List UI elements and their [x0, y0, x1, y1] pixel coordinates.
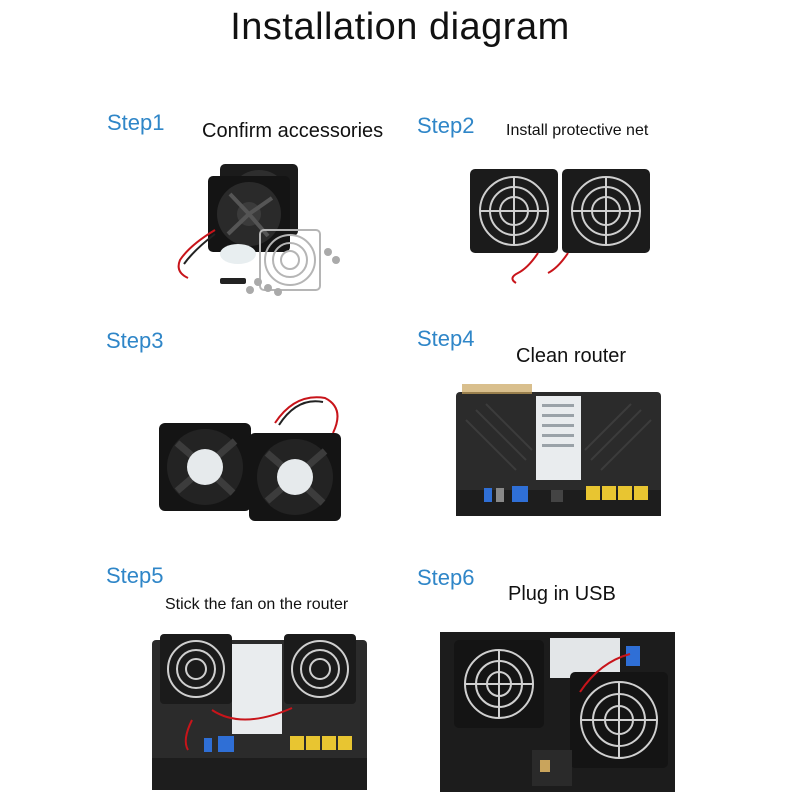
fan-left-icon — [160, 634, 232, 704]
fan-right-icon — [284, 634, 356, 704]
step1-label: Step1 — [107, 110, 165, 135]
wan-port-icon — [218, 736, 234, 752]
fan-left-icon — [454, 640, 544, 728]
fan-right-icon — [570, 672, 668, 768]
step2-label: Step2 — [417, 113, 475, 138]
step5-caption: Stick the fan on the router — [165, 596, 349, 613]
step5-label: Step5 — [106, 563, 164, 588]
fan-right-icon — [249, 433, 341, 521]
page-title: Installation diagram — [230, 6, 570, 48]
fan-right-icon — [562, 169, 650, 253]
fan-left-icon — [159, 423, 251, 511]
wan-port-icon — [512, 486, 528, 502]
step6-usb-plugged-photo — [440, 632, 675, 792]
step1-accessories-photo — [177, 164, 340, 296]
step5-fans-on-router-photo — [152, 634, 367, 790]
step4-caption: Clean router — [516, 345, 627, 367]
step4-router-photo — [456, 384, 661, 516]
step3-label: Step3 — [106, 328, 164, 353]
step3-fans-adhesive-photo — [159, 396, 341, 521]
step2-caption: Install protective net — [506, 122, 649, 139]
protective-net-icon — [259, 229, 321, 291]
label-sticker-icon — [232, 644, 282, 734]
lan-ports-icon — [586, 486, 648, 500]
step6-label: Step6 — [417, 565, 475, 590]
fan-front-icon — [208, 176, 290, 252]
usb-port-icon — [204, 738, 212, 752]
step4-label: Step4 — [417, 326, 475, 351]
lan-ports-icon — [290, 736, 352, 750]
label-sticker-icon — [536, 396, 581, 480]
usb-plug-icon — [220, 278, 246, 284]
screws-icon — [246, 248, 340, 296]
usb-plug-icon — [626, 646, 640, 666]
step1-caption: Confirm accessories — [202, 120, 384, 142]
step6-caption: Plug in USB — [508, 583, 616, 605]
step2-fans-with-net-photo — [470, 169, 650, 284]
usb-port-icon — [484, 488, 492, 502]
fan-left-icon — [470, 169, 558, 253]
